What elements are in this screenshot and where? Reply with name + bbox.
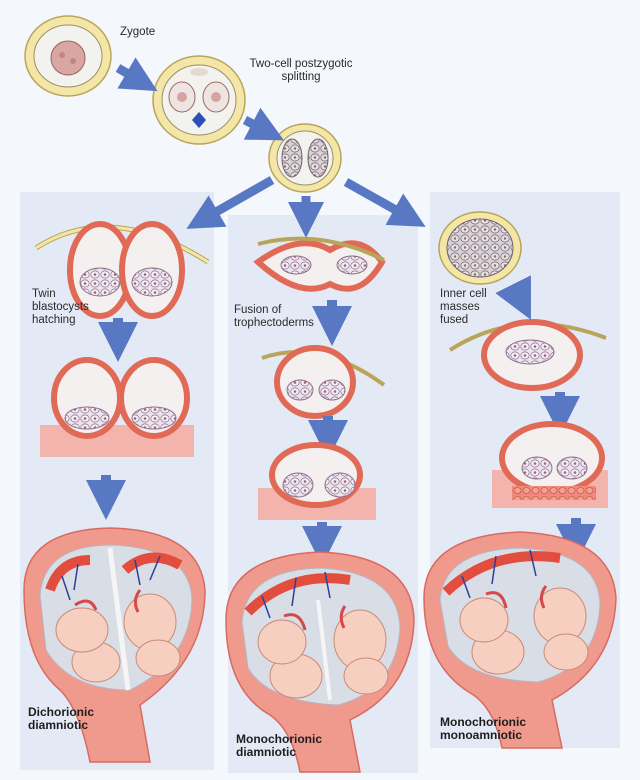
label-mono-di: Monochorionic diamniotic bbox=[236, 732, 322, 759]
mono-mono-blastocyst bbox=[448, 319, 607, 391]
mono-implanting bbox=[258, 442, 376, 520]
flow-arrows bbox=[115, 57, 426, 238]
two-cell-embryo bbox=[152, 55, 246, 145]
morula bbox=[268, 123, 342, 193]
uterus-dichorionic bbox=[23, 527, 206, 763]
label-zygote: Zygote bbox=[120, 26, 156, 38]
label-inner-cell: Inner cell masses fused bbox=[440, 288, 487, 326]
fused-trophectoderm bbox=[253, 236, 386, 292]
label-twin-blastocysts: Twin blastocysts hatching bbox=[32, 288, 89, 326]
zygote-cell bbox=[24, 15, 112, 97]
mono-mono-implanting bbox=[492, 421, 608, 508]
mono-blastocyst bbox=[261, 345, 386, 419]
arrow-col3-a bbox=[495, 275, 531, 320]
label-two-cell: Two-cell postzygotic splitting bbox=[249, 58, 353, 83]
label-dichorionic: Dichorionic diamniotic bbox=[28, 705, 95, 732]
uterus-mono-di bbox=[225, 551, 415, 773]
twin-implanting bbox=[40, 357, 194, 457]
label-fusion: Fusion of trophectoderms bbox=[234, 304, 314, 329]
twin-blastocysts bbox=[34, 221, 210, 319]
fused-inner-cell-mass bbox=[438, 211, 522, 285]
label-mono-mono: Monochorionic monoamniotic bbox=[440, 715, 526, 742]
uterus-mono-mono bbox=[423, 531, 617, 749]
